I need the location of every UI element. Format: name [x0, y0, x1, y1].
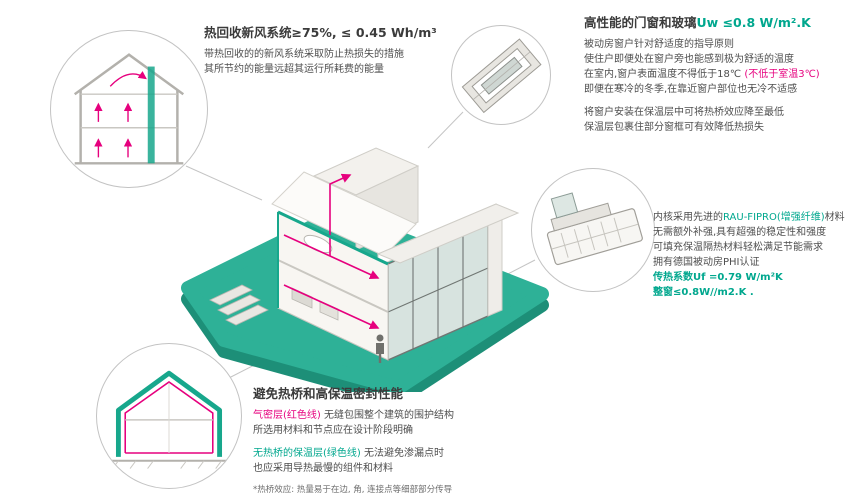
ventilation-shaft [147, 66, 155, 164]
floor-slab-line [277, 259, 389, 313]
windows-title: 高性能的门窗和玻璃Uw ≤0.8 W/m².K [584, 12, 862, 31]
thermal-title: 避免热桥和高保温密封性能 [253, 386, 404, 401]
flat-roof-top [376, 203, 520, 264]
ventilation-ducts [283, 173, 380, 330]
thermal-line-1: 气密层(红色线) 无缝包围整个建筑的围护结构 [253, 408, 608, 423]
windows-line-4: 即便在寒冷的冬季,在靠近窗户部位也无冷不适感 [584, 84, 798, 95]
glass-mullions [387, 231, 489, 349]
thermal-line-3: 无热桥的保温层(绿色线) 无法避免渗漏点时 [253, 446, 608, 461]
windows-title-cn: 高性能的门窗和玻璃 [584, 15, 697, 30]
airtight-layer-label: 气密层(红色线) [253, 410, 321, 421]
callout-circle-window-corner [451, 25, 551, 125]
windows-line-3: 在室内,窗户表面温度不得低于18℃ (不低于室温3℃) [584, 67, 862, 82]
insulation-edge-top [277, 210, 389, 266]
profile-line-4: 拥有德国被动房PHI认证 [653, 257, 760, 268]
windows-line-3-highlight: (不低于室温3℃) [744, 69, 820, 80]
hrv-title: 热回收新风系统≥75%, ≤ 0.45 Wh/m³ [204, 25, 437, 40]
windows-line-6: 保温层包裹住部分窗框可有效降低热损失 [584, 122, 764, 133]
thermal-line-4: 也应采用导热最慢的组件和材料 [253, 463, 393, 474]
main-house-illustration [180, 92, 560, 392]
thermal-line-1-text: 无缝包围整个建筑的围护结构 [320, 410, 454, 421]
profile-uw-value: 整窗≤0.8W//m2.K . [653, 287, 754, 298]
windows-title-value: Uw ≤0.8 W/m².K [696, 15, 811, 30]
hrv-line-1: 带热回收的的新风系统采取防止热损失的措施 [204, 49, 404, 60]
insulation-layer-label: 无热桥的保温层(绿色线) [253, 448, 361, 459]
window-corner-illustration [461, 38, 542, 114]
isometric-house-drawing [181, 147, 549, 392]
corner-column [487, 213, 503, 317]
thermal-line-3-text: 无法避免渗漏点时 [360, 448, 444, 459]
section-windows: 高性能的门窗和玻璃Uw ≤0.8 W/m².K 被动房窗户针对舒适度的指导原则 … [584, 12, 862, 135]
pitched-roof [271, 171, 417, 257]
airflow-arrows [94, 71, 147, 158]
profile-line-1c: 材料 [824, 212, 845, 223]
profile-line-2: 无需额外补强,具有超强的稳定性和强度 [653, 227, 827, 238]
thermal-footnote: *热桥效应: 热量易于在边, 角, 连接点等细部部分传导 [253, 485, 453, 495]
windows-line-1: 被动房窗户针对舒适度的指导原则 [584, 39, 734, 50]
ventilation-section-illustration [73, 53, 185, 165]
stairs [209, 284, 269, 326]
person-figure [376, 334, 384, 363]
profile-uf-value: 传热系数Uf =0.79 W/m²K [653, 272, 783, 283]
frame-profile-illustration [546, 192, 643, 266]
section-profile: 内核采用先进的RAU-FIPRO(增强纤维)材料 无需额外补强,具有超强的稳定性… [653, 210, 863, 300]
airtight-line-red [124, 380, 214, 453]
profile-line-1b: RAU-FIPRO(增强纤维) [723, 212, 825, 223]
callout-circle-ventilation [50, 30, 208, 188]
hrv-line-2: 其所节约的能量远超其运行所耗费的能量 [204, 64, 384, 75]
windows-line-5: 将窗户安装在保温层中可将热桥效应降至最低 [584, 107, 784, 118]
windows-line-3-text: 在室内,窗户表面温度不得低于18℃ [584, 69, 745, 80]
callout-circle-frame-profile [531, 168, 655, 292]
callout-circle-thermal-envelope [96, 343, 242, 489]
section-thermal: 避免热桥和高保温密封性能 气密层(红色线) 无缝包围整个建筑的围护结构 所选用材… [253, 383, 608, 495]
profile-line-1: 内核采用先进的RAU-FIPRO(增强纤维)材料 [653, 210, 863, 225]
profile-line-3: 可填充保温隔热材料轻松满足节能需求 [653, 242, 823, 253]
windows-line-2: 使住户即便处在窗户旁也能感到极为舒适的温度 [584, 54, 794, 65]
thermal-envelope-illustration [106, 370, 232, 469]
section-hrv: 热回收新风系统≥75%, ≤ 0.45 Wh/m³ 带热回收的的新风系统采取防止… [204, 22, 472, 77]
insulation-line-green [115, 370, 223, 457]
profile-line-1a: 内核采用先进的 [653, 212, 723, 223]
thermal-line-2: 所选用材料和节点应在设计阶段明确 [253, 425, 413, 436]
